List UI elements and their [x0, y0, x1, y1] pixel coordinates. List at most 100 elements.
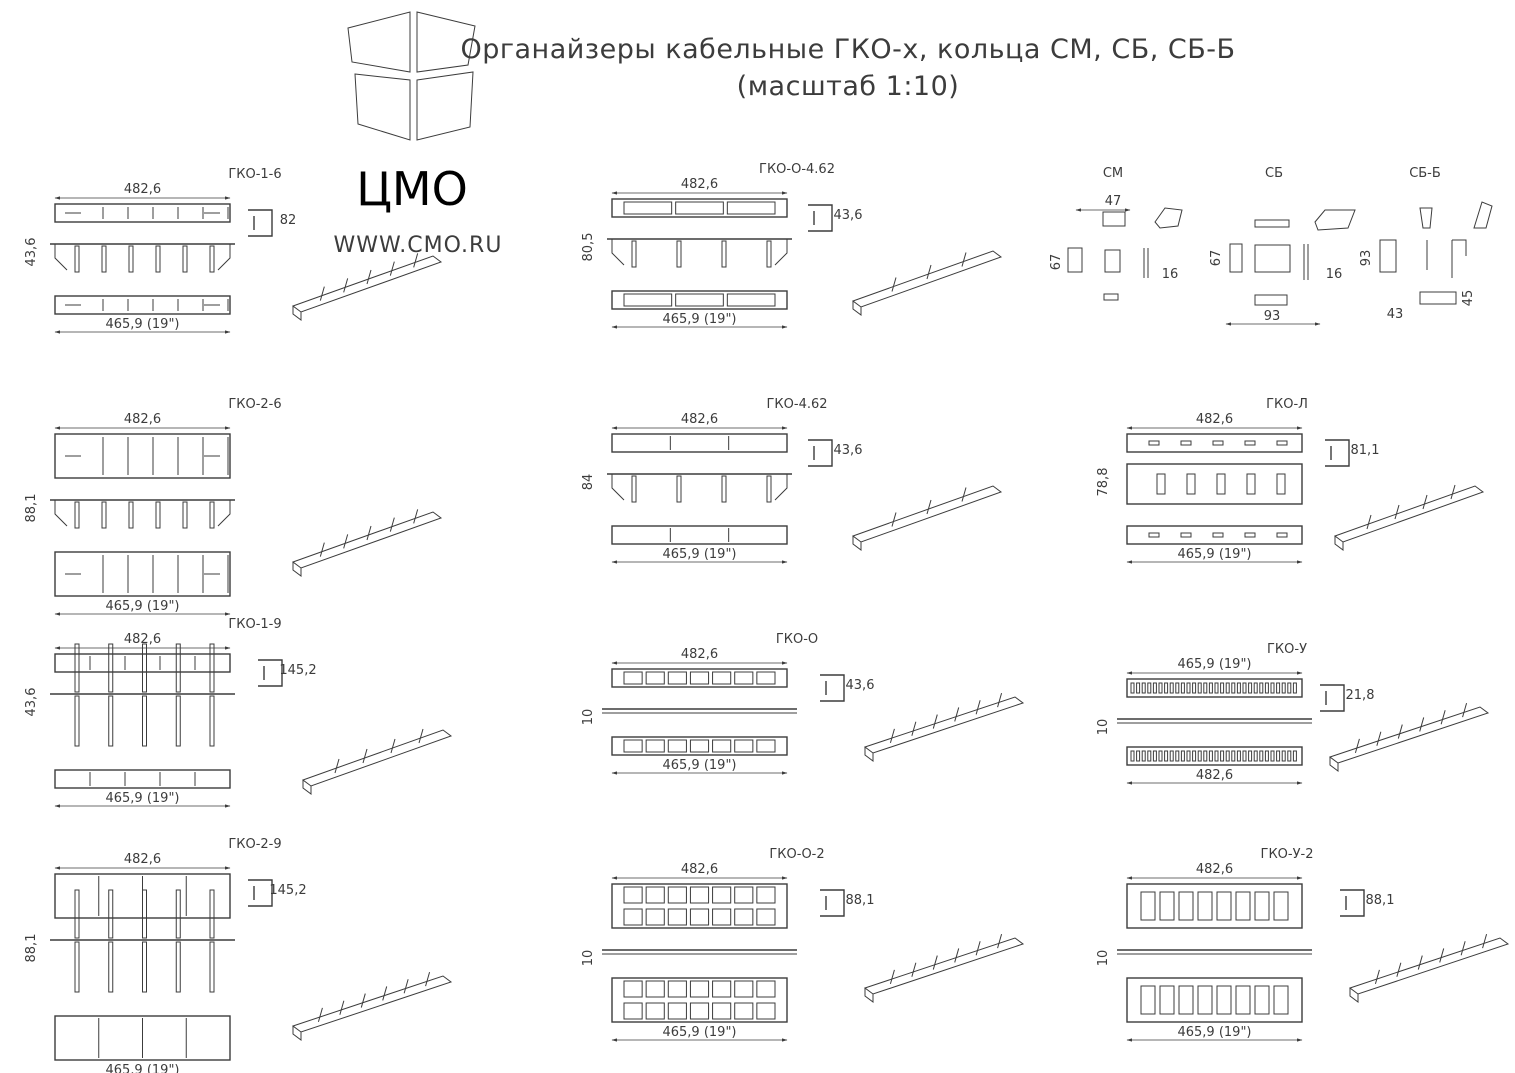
panel-perspective-view: [851, 485, 1003, 551]
panel-side-view: [248, 879, 273, 907]
panel-dim-bottom: 465,9 (19"): [662, 758, 736, 773]
panel-perspective-view: [863, 934, 1025, 1003]
panel-dim-side: 43,6: [834, 443, 863, 458]
panel-dim-bottom: 465,9 (19"): [1177, 547, 1251, 562]
ring-sb: СБ 67 16 93: [1209, 166, 1356, 326]
panel-side-view: [1340, 889, 1365, 917]
sheet-title: Органайзеры кабельные ГКО-х, кольца СМ, …: [460, 34, 1235, 65]
panel-side-view: [1325, 439, 1350, 467]
panel-label: ГКО-У-2: [1261, 847, 1314, 862]
panel-rear-view: [54, 551, 231, 597]
panel-front-view: [611, 883, 788, 929]
panel-perspective-view: [1333, 484, 1485, 551]
panel-rear-view: [1126, 525, 1303, 545]
panel-label: ГКО-1-9: [228, 617, 281, 632]
panel-dim-side: 21,8: [1346, 688, 1375, 703]
panel-label: ГКО-1-6: [228, 167, 281, 182]
ring-cm-dim-height: 67: [1049, 254, 1064, 271]
panel-dim-side: 145,2: [279, 663, 316, 678]
panel-front-view: [611, 198, 788, 218]
panel-dim-height: 88,1: [24, 494, 39, 523]
panel-dim-height: 43,6: [24, 238, 39, 267]
panel-5: ГКО-Л 482,6 78,8 465,9 (19") 81,1: [1096, 397, 1485, 564]
panel-dim-bottom: 482,6: [1196, 768, 1233, 783]
panel-side-view: [820, 889, 845, 917]
panel-rear-view: [611, 525, 788, 545]
panel-dim-height: 78,8: [1096, 468, 1111, 497]
ring-sb-dim-height: 67: [1209, 250, 1224, 267]
panel-dim-bottom: 465,9 (19"): [105, 1063, 179, 1073]
panel-side-view: [258, 659, 283, 687]
logo-url: WWW.CMO.RU: [334, 233, 503, 258]
ring-sbb-dim-height: 93: [1359, 250, 1374, 267]
panel-dim-height: 10: [581, 709, 596, 726]
ring-sbb-label: СБ-Б: [1409, 166, 1441, 181]
panel-rear-view: [54, 1015, 231, 1061]
panel-dim-height: 10: [581, 950, 596, 967]
ring-cm-dim-width: 47: [1105, 194, 1122, 209]
panel-dim-height: 43,6: [24, 688, 39, 717]
panel-front-view: [54, 433, 231, 479]
panel-rear-view: [1126, 977, 1303, 1023]
panel-dim-height: 10: [1096, 719, 1111, 736]
ring-sb-dim-width: 93: [1264, 309, 1281, 324]
panel-label: ГКО-О: [776, 632, 818, 647]
panel-front-view: [54, 203, 231, 223]
panel-label: ГКО-2-6: [228, 397, 281, 412]
panel-perspective-view: [863, 693, 1025, 762]
ring-sbb-dim-width: 43: [1387, 307, 1404, 322]
ring-sbb-dim-depth: 45: [1461, 290, 1476, 307]
panel-rear-view: [54, 769, 231, 789]
panel-perspective-view: [291, 972, 453, 1041]
ring-cm-dim-depth: 16: [1162, 267, 1179, 282]
panel-dim-height: 88,1: [24, 934, 39, 963]
panel-perspective-view: [1328, 703, 1490, 772]
panel-dim-top: 482,6: [124, 182, 161, 197]
panel-dim-height: 84: [581, 474, 596, 491]
panel-front-view: [611, 668, 788, 688]
panel-dim-top: 482,6: [1196, 862, 1233, 877]
panel-front-view: [1126, 433, 1303, 453]
panel-dim-side: 88,1: [1366, 893, 1395, 908]
panel-front-view: [1126, 883, 1303, 929]
panel-label: ГКО-О-4.62: [759, 162, 835, 177]
panel-label: ГКО-4.62: [766, 397, 827, 412]
panel-perspective-view: [291, 509, 443, 577]
panel-dim-side: 81,1: [1351, 443, 1380, 458]
panel-dim-top: 482,6: [1196, 412, 1233, 427]
panel-side-view: [820, 674, 845, 702]
panel-dim-top: 482,6: [124, 412, 161, 427]
panel-dim-height: 10: [1096, 950, 1111, 967]
panel-rear-view: [611, 736, 788, 756]
panel-dim-top: 482,6: [681, 412, 718, 427]
panel-perspective-view: [291, 253, 443, 321]
panel-rear-view: [611, 290, 788, 310]
panel-rear-view: [54, 295, 231, 315]
ring-sb-label: СБ: [1265, 166, 1283, 181]
panel-dim-top: 482,6: [681, 862, 718, 877]
panel-perspective-view: [301, 728, 453, 795]
panel-label: ГКО-Л: [1266, 397, 1308, 412]
sheet-subtitle: (масштаб 1:10): [737, 71, 960, 102]
ring-sb-dim-depth: 16: [1326, 267, 1343, 282]
panel-side-view: [1320, 684, 1345, 712]
panel-dim-top: 482,6: [124, 852, 161, 867]
ring-cm: СМ 47 67 16: [1049, 166, 1183, 301]
panel-front-view: [1126, 678, 1303, 698]
panel-perspective-view: [851, 250, 1003, 316]
cmo-logo: [347, 11, 476, 141]
panel-dim-height: 80,5: [581, 233, 596, 262]
panel-label: ГКО-2-9: [228, 837, 281, 852]
panel-dim-bottom: 465,9 (19"): [105, 599, 179, 614]
panel-dim-top: 465,9 (19"): [1177, 657, 1251, 672]
panel-label: ГКО-О-2: [769, 847, 824, 862]
